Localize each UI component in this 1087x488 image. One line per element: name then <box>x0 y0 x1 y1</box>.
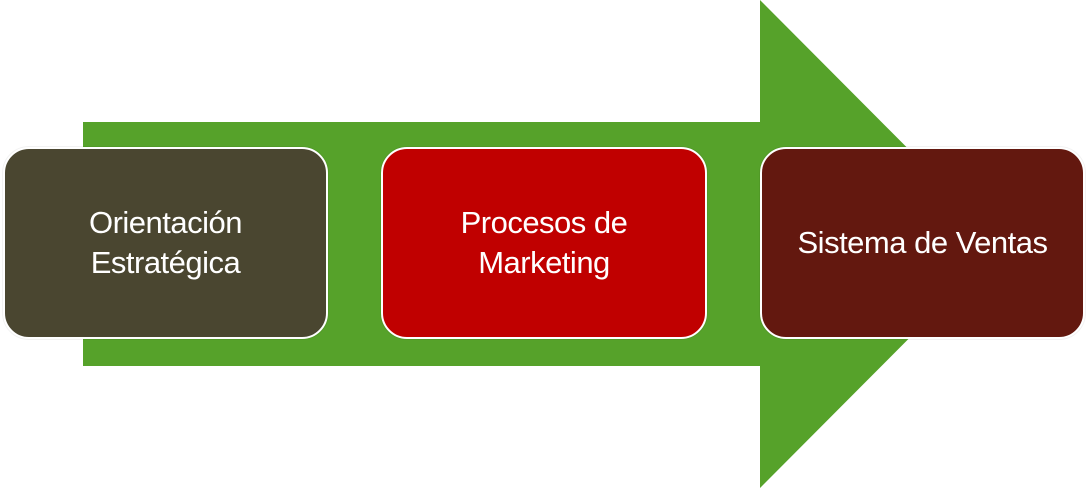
step-orientacion-estrategica: Orientación Estratégica <box>3 147 328 339</box>
step-label-line1: Sistema de Ventas <box>797 225 1049 260</box>
step-label-line2: Marketing <box>478 245 610 280</box>
step-label-line1: Procesos de <box>460 205 628 240</box>
step-label-line2: Estratégica <box>90 245 241 280</box>
step-label-line1: Orientación <box>88 205 243 240</box>
step-sistema-de-ventas: Sistema de Ventas <box>760 147 1085 339</box>
step-procesos-de-marketing: Procesos de Marketing <box>381 147 707 339</box>
